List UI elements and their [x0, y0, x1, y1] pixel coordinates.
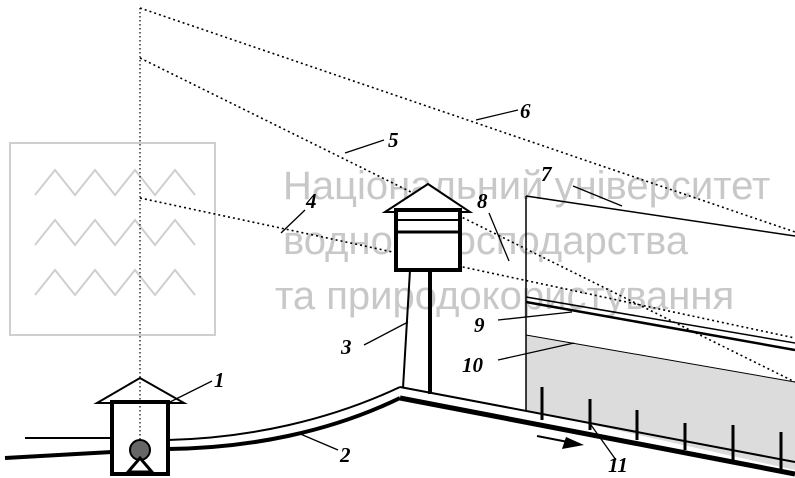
building-floor-line-top [525, 296, 795, 344]
piezometric-line-4 [139, 197, 795, 339]
flow-arrow [536, 435, 584, 449]
distribution-pipe-top [399, 386, 795, 463]
main-pipeline-top [167, 386, 401, 441]
consumer-taps [540, 387, 783, 470]
distribution-pipe-bottom [399, 395, 795, 477]
piezometric-line-5 [139, 57, 795, 383]
callout-9: 9 [474, 313, 485, 337]
piezometric-line-6 [139, 7, 795, 233]
main-pipeline-bottom [167, 396, 401, 451]
pump-base [124, 455, 156, 474]
callout-6: 6 [520, 99, 531, 123]
town-building [525, 195, 795, 410]
leader-lines [167, 109, 623, 461]
leader-7 [572, 185, 623, 207]
leader-5 [344, 139, 385, 154]
leader-6 [475, 109, 519, 121]
callout-3: 3 [340, 335, 352, 359]
pump-station [93, 376, 188, 476]
leader-9 [497, 311, 573, 321]
shaded-zone [526, 335, 795, 470]
leader-3 [363, 321, 409, 346]
callout-8: 8 [477, 189, 488, 213]
watermark-logo [9, 142, 216, 336]
water-tower [381, 182, 474, 394]
callout-10: 10 [462, 353, 484, 377]
building-floor-line-bottom [525, 300, 795, 352]
callout-7: 7 [541, 162, 553, 186]
callout-4: 4 [305, 189, 317, 213]
flow-arrow-shaft [536, 435, 569, 443]
building-roof-line [525, 195, 795, 237]
callout-5: 5 [388, 128, 399, 152]
leader-11 [590, 424, 617, 461]
watermark-line-2: водного господарства [283, 219, 689, 263]
water-tower-leg-left [402, 269, 411, 389]
leader-8 [488, 212, 510, 262]
inlet-pipe-bottom [4, 450, 113, 460]
callout-11: 11 [608, 453, 628, 477]
watermark-line-3: та природокористування [275, 274, 734, 318]
flow-arrow-head [562, 437, 584, 449]
building-free-pressure-line [525, 334, 795, 383]
watermark: Національний університет водного господа… [9, 142, 770, 336]
callout-1: 1 [214, 368, 225, 392]
leader-10 [497, 342, 575, 361]
callout-labels: 1 2 3 4 5 6 7 8 9 10 11 [214, 99, 628, 477]
leader-4 [280, 209, 306, 234]
callout-2: 2 [339, 443, 351, 467]
leader-1 [167, 380, 213, 404]
leader-2 [297, 432, 339, 451]
